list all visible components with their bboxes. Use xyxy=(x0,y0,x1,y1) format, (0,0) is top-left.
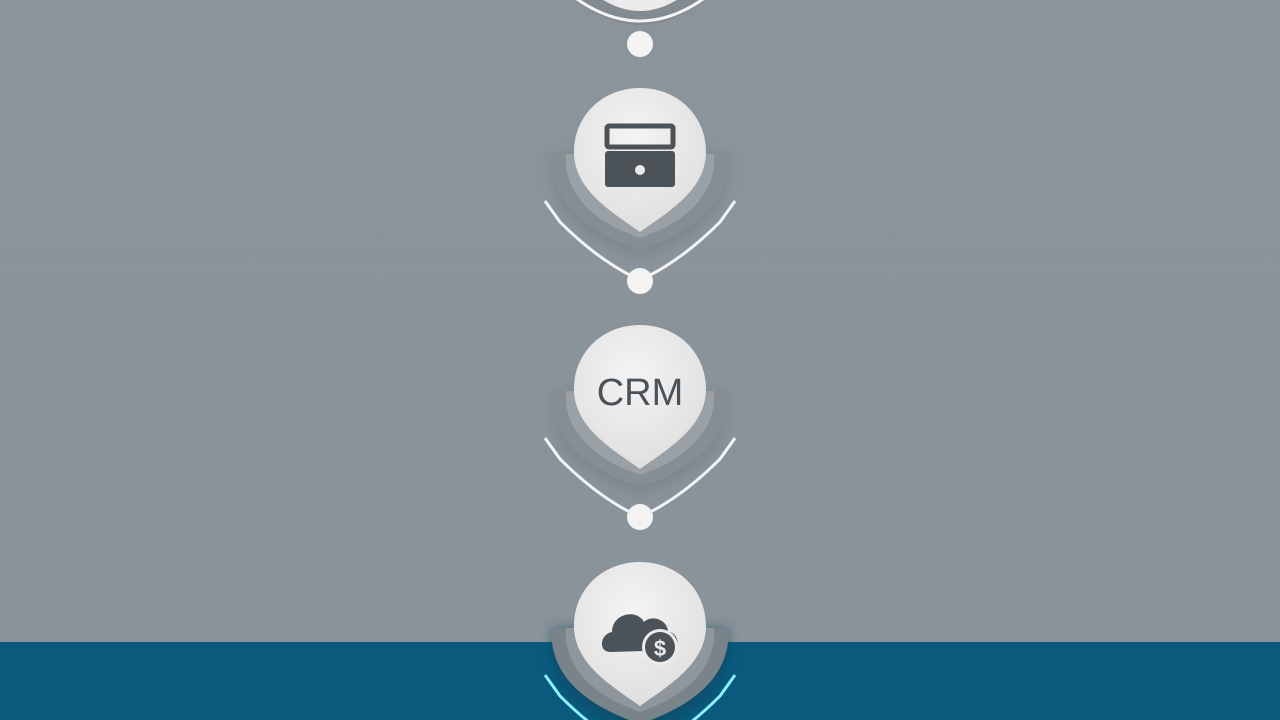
connector-dot xyxy=(627,268,653,294)
step-3-node: $ xyxy=(330,562,960,720)
connector-dot xyxy=(627,31,653,57)
briefcase-icon xyxy=(604,123,676,187)
svg-text:$: $ xyxy=(654,636,666,661)
step-1-node xyxy=(320,88,960,294)
connector-dot xyxy=(627,504,653,530)
step-2-node: CRM xyxy=(320,325,960,530)
cloud-dollar-icon: $ xyxy=(601,614,678,665)
crm-label: CRM xyxy=(597,372,684,414)
step-top-node xyxy=(574,0,706,57)
badge xyxy=(574,325,706,469)
